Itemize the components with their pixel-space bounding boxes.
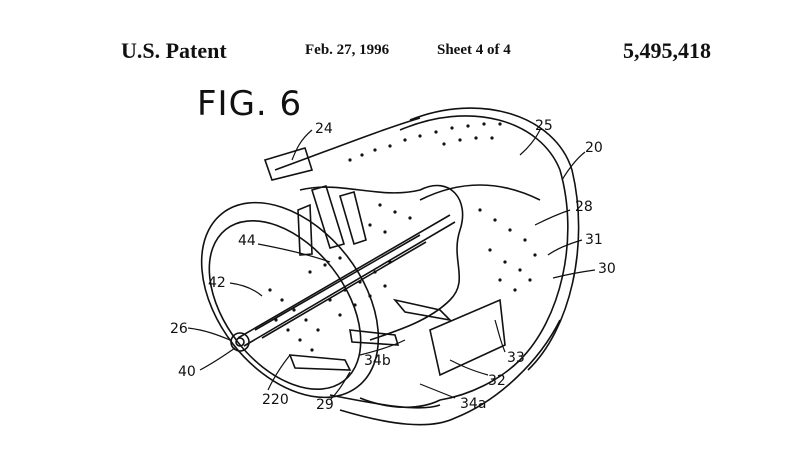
reference-numerals: 24 25 20 28 31 30 44 42 26 40 220 29 34b… bbox=[170, 118, 616, 413]
ref-30: 30 bbox=[598, 261, 616, 277]
cylinder-outline bbox=[200, 107, 580, 426]
ref-44: 44 bbox=[238, 233, 256, 249]
ref-20: 20 bbox=[585, 140, 603, 156]
ref-26: 26 bbox=[170, 321, 188, 337]
figure-title: FIG. 6 bbox=[197, 84, 303, 124]
ref-32: 32 bbox=[488, 373, 506, 389]
ref-33: 33 bbox=[507, 350, 525, 366]
ref-34b: 34b bbox=[364, 353, 391, 369]
ref-42: 42 bbox=[208, 275, 226, 291]
leader-lines bbox=[187, 129, 596, 401]
sheet-info: Sheet 4 of 4 bbox=[437, 42, 511, 58]
ref-25: 25 bbox=[535, 118, 553, 134]
patent-date: Feb. 27, 1996 bbox=[305, 42, 390, 58]
ref-220: 220 bbox=[262, 392, 289, 408]
ref-28: 28 bbox=[575, 199, 593, 215]
patent-header: U.S. Patent Feb. 27, 1996 Sheet 4 of 4 5… bbox=[0, 38, 800, 68]
patent-number: 5,495,418 bbox=[623, 38, 711, 63]
ref-24: 24 bbox=[315, 121, 333, 137]
ref-34a: 34a bbox=[460, 396, 486, 412]
ref-31: 31 bbox=[585, 232, 603, 248]
ref-29: 29 bbox=[316, 397, 334, 413]
ref-40: 40 bbox=[178, 364, 196, 380]
patent-label: U.S. Patent bbox=[121, 38, 227, 63]
dot-texture bbox=[268, 122, 537, 352]
